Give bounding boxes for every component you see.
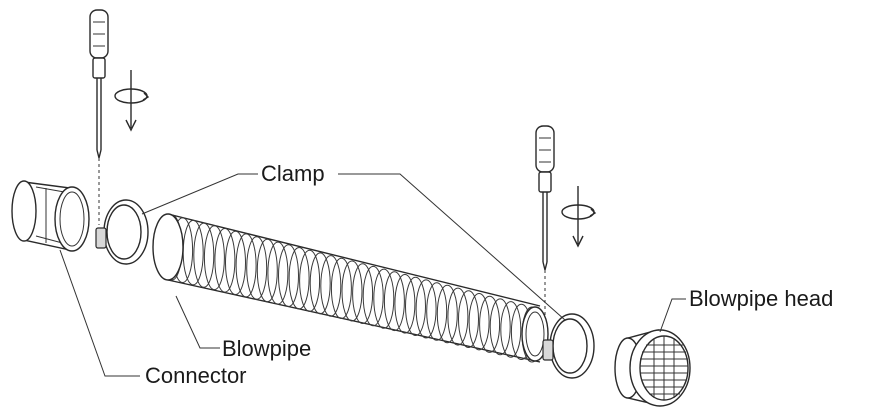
leader-lines (59, 173, 686, 377)
blowpipe-rib (235, 233, 257, 298)
blowpipe-rib (267, 241, 289, 305)
right-clamp-part (542, 313, 595, 379)
blowpipe-rib (362, 265, 384, 327)
blowpipe-rib (320, 255, 342, 317)
blowpipe-rib (299, 249, 321, 312)
blowpipe-hose (152, 213, 549, 363)
blowpipe-rib (426, 282, 448, 341)
left-screwdriver (89, 9, 109, 225)
blowpipe-rib (278, 244, 299, 308)
blowpipe-head-label: Blowpipe head (689, 286, 834, 311)
blowpipe-rib (341, 260, 363, 322)
blowpipe-rib (394, 274, 416, 334)
blowpipe-rib (383, 271, 405, 332)
blowpipe-rib (225, 230, 246, 295)
blowpipe-rib (447, 287, 469, 346)
left-clamp-part (95, 199, 149, 265)
blowpipe-rib (373, 268, 395, 329)
blowpipe-rib (415, 279, 437, 339)
blowpipe-rib (214, 227, 236, 293)
blowpipe-rib (288, 247, 310, 310)
blowpipe-rib (193, 222, 215, 288)
right-rotate-arrow-icon (561, 186, 597, 248)
blowpipe-rib (405, 276, 426, 336)
blowpipe-rib (458, 290, 479, 349)
blowpipe-rib (489, 298, 511, 356)
blowpipe-label: Blowpipe (222, 336, 312, 361)
blowpipe-rib (500, 301, 522, 358)
blowpipe-rib (330, 257, 352, 319)
blowpipe-head-part (614, 329, 691, 407)
left-rotate-arrow-icon (114, 70, 150, 132)
blowpipe-rib (246, 236, 268, 300)
blowpipe-rib (468, 293, 490, 351)
blowpipe-rib (203, 225, 225, 291)
connector-label: Connector (145, 363, 247, 388)
blowpipe-rib (479, 295, 501, 353)
blowpipe-rib (256, 238, 278, 303)
blowpipe-rib (309, 252, 331, 315)
clamp-label: Clamp (261, 161, 325, 186)
blowpipe-rib (352, 263, 374, 325)
blowpipe-rib (436, 284, 458, 344)
head-grille (640, 336, 688, 400)
right-screwdriver (535, 125, 555, 318)
connector-part (11, 180, 90, 252)
